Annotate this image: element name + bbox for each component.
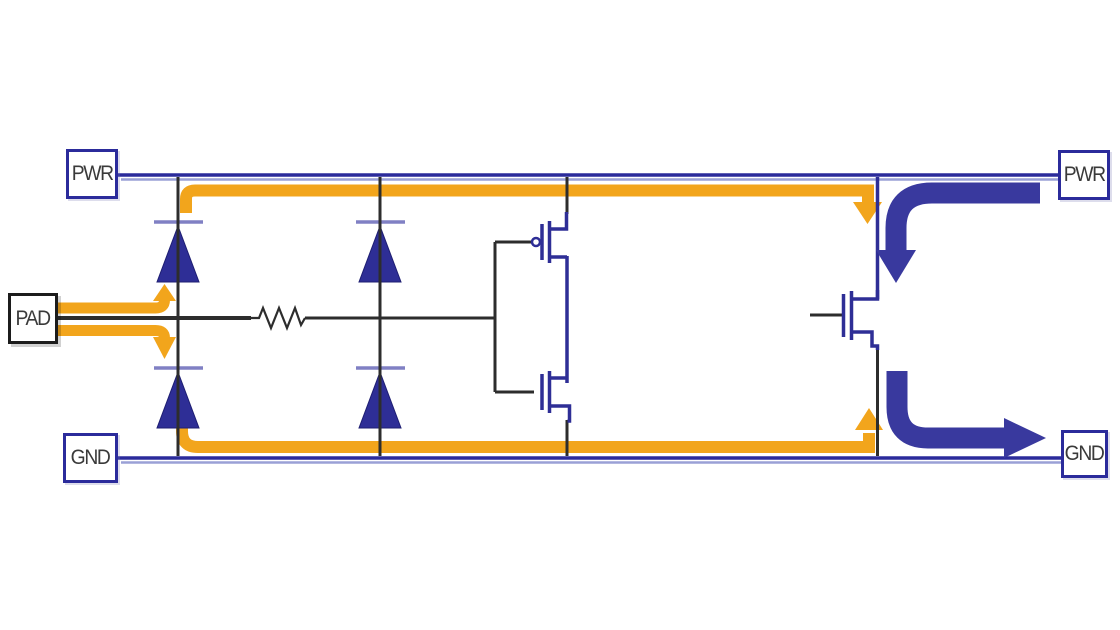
pwr-right-label: PWR	[1063, 163, 1106, 186]
clamp-path-from-pwr	[885, 182, 1040, 252]
clamp-nmos-icon	[841, 290, 880, 350]
clamp-arrow-down-icon	[876, 250, 916, 283]
clamp-arrow-right-icon	[1004, 418, 1046, 458]
pad-label: PAD	[15, 306, 52, 330]
gnd-right-label: GND	[1065, 442, 1105, 465]
inverter-pmos-icon	[530, 212, 569, 263]
inverter-nmos-icon	[540, 371, 572, 423]
esd-arrow-down-at-clamp-icon	[853, 202, 882, 224]
pwr-terminal-left: PWR	[66, 149, 118, 199]
esd-path-bottom-rail	[176, 426, 875, 453]
esd-path-top-rail	[180, 184, 874, 213]
gnd-terminal-right: GND	[1061, 430, 1108, 478]
esd-path-pad-up	[57, 299, 170, 314]
gnd-left-label: GND	[71, 446, 111, 469]
pmos-bubble-icon	[530, 236, 542, 248]
series-resistor-icon	[251, 304, 306, 331]
esd-arrow-up-at-pad-icon	[153, 284, 176, 301]
nmos-source-lead	[549, 404, 572, 423]
clamp-path-to-gnd	[886, 371, 1006, 449]
pwr-left-label: PWR	[71, 162, 114, 185]
esd-arrow-down-at-pad-icon	[153, 337, 176, 359]
gnd-terminal-left: GND	[63, 433, 118, 483]
clamp-drain-lead	[851, 290, 880, 301]
pad-terminal: PAD	[8, 293, 58, 344]
pwr-terminal-right: PWR	[1058, 150, 1110, 200]
clamp-source-lead	[851, 330, 880, 350]
esd-path-pad-down	[57, 325, 170, 339]
pmos-source-lead	[549, 212, 569, 231]
